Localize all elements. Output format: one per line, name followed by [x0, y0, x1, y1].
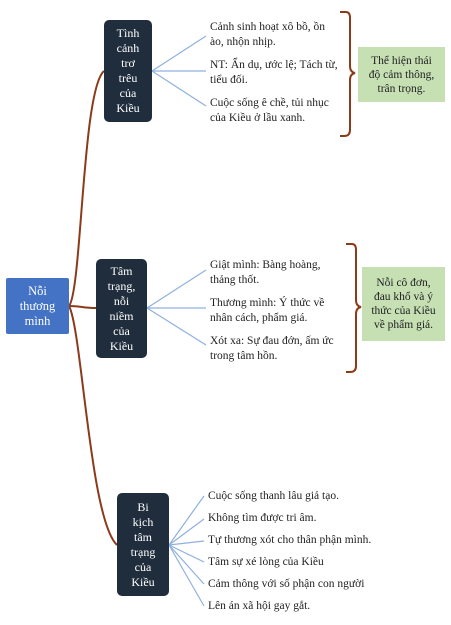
root-branch-connector [68, 305, 118, 546]
leaf-item: Cảm thông với số phận con người [208, 578, 365, 590]
root-branch-connector [68, 70, 105, 307]
leaf-item: Giật mình: Bàng hoàng, thảng thốt. [210, 259, 321, 286]
leaf-item: Cuộc sống thanh lâu giả tạo. [208, 490, 339, 502]
leaf-item: Thương mình: Ý thức về nhân cách, phẩm g… [210, 297, 325, 324]
leaf-item: Không tìm được tri âm. [208, 512, 317, 524]
leaf-connector [151, 70, 207, 107]
brace-1 [340, 11, 356, 137]
leaf-connector [146, 307, 207, 346]
branch-node-1: Tình cảnh trơ trêu của Kiều [104, 20, 152, 122]
leaf-connector [168, 495, 205, 546]
leaf-item: Tâm sự xé lòng của Kiều [208, 556, 324, 568]
leaf-item: Cuộc sống ê chề, tủi nhục của Kiều ở lầu… [210, 97, 329, 124]
leaf-connector [168, 518, 205, 546]
branch-node-3: Bi kịch tâm trạng của Kiều [117, 493, 169, 596]
root-branch-connector [68, 305, 97, 309]
conclusion-box-2: Nỗi cô đơn, đau khổ và ý thức của Kiều v… [362, 267, 445, 341]
root-node: Nỗi thương mình [6, 278, 69, 334]
brace-2 [346, 243, 362, 373]
leaf-item: Xót xa: Sự đau đớn, ấm ức trong tâm hồn. [210, 335, 334, 362]
leaf-item: Lên án xã hội gay gắt. [208, 600, 311, 612]
leaf-item: Tự thương xót cho thân phận mình. [208, 534, 372, 546]
leaf-item: Cảnh sinh hoạt xô bồ, ồn ào, nhộn nhịp. [210, 21, 325, 48]
leaf-connector [146, 269, 207, 309]
leaf-connector [151, 35, 207, 72]
conclusion-box-1: Thể hiện thái độ cảm thông, trân trọng. [358, 47, 445, 102]
leaf-connector [168, 540, 205, 546]
leaf-connector [168, 544, 205, 585]
leaf-connector [168, 544, 205, 607]
leaf-connector [168, 544, 205, 563]
leaf-item: NT: Ẩn dụ, ước lệ; Tách từ, tiểu đối. [210, 59, 338, 86]
branch-node-2: Tâm trạng, nỗi niềm của Kiều [96, 259, 147, 358]
